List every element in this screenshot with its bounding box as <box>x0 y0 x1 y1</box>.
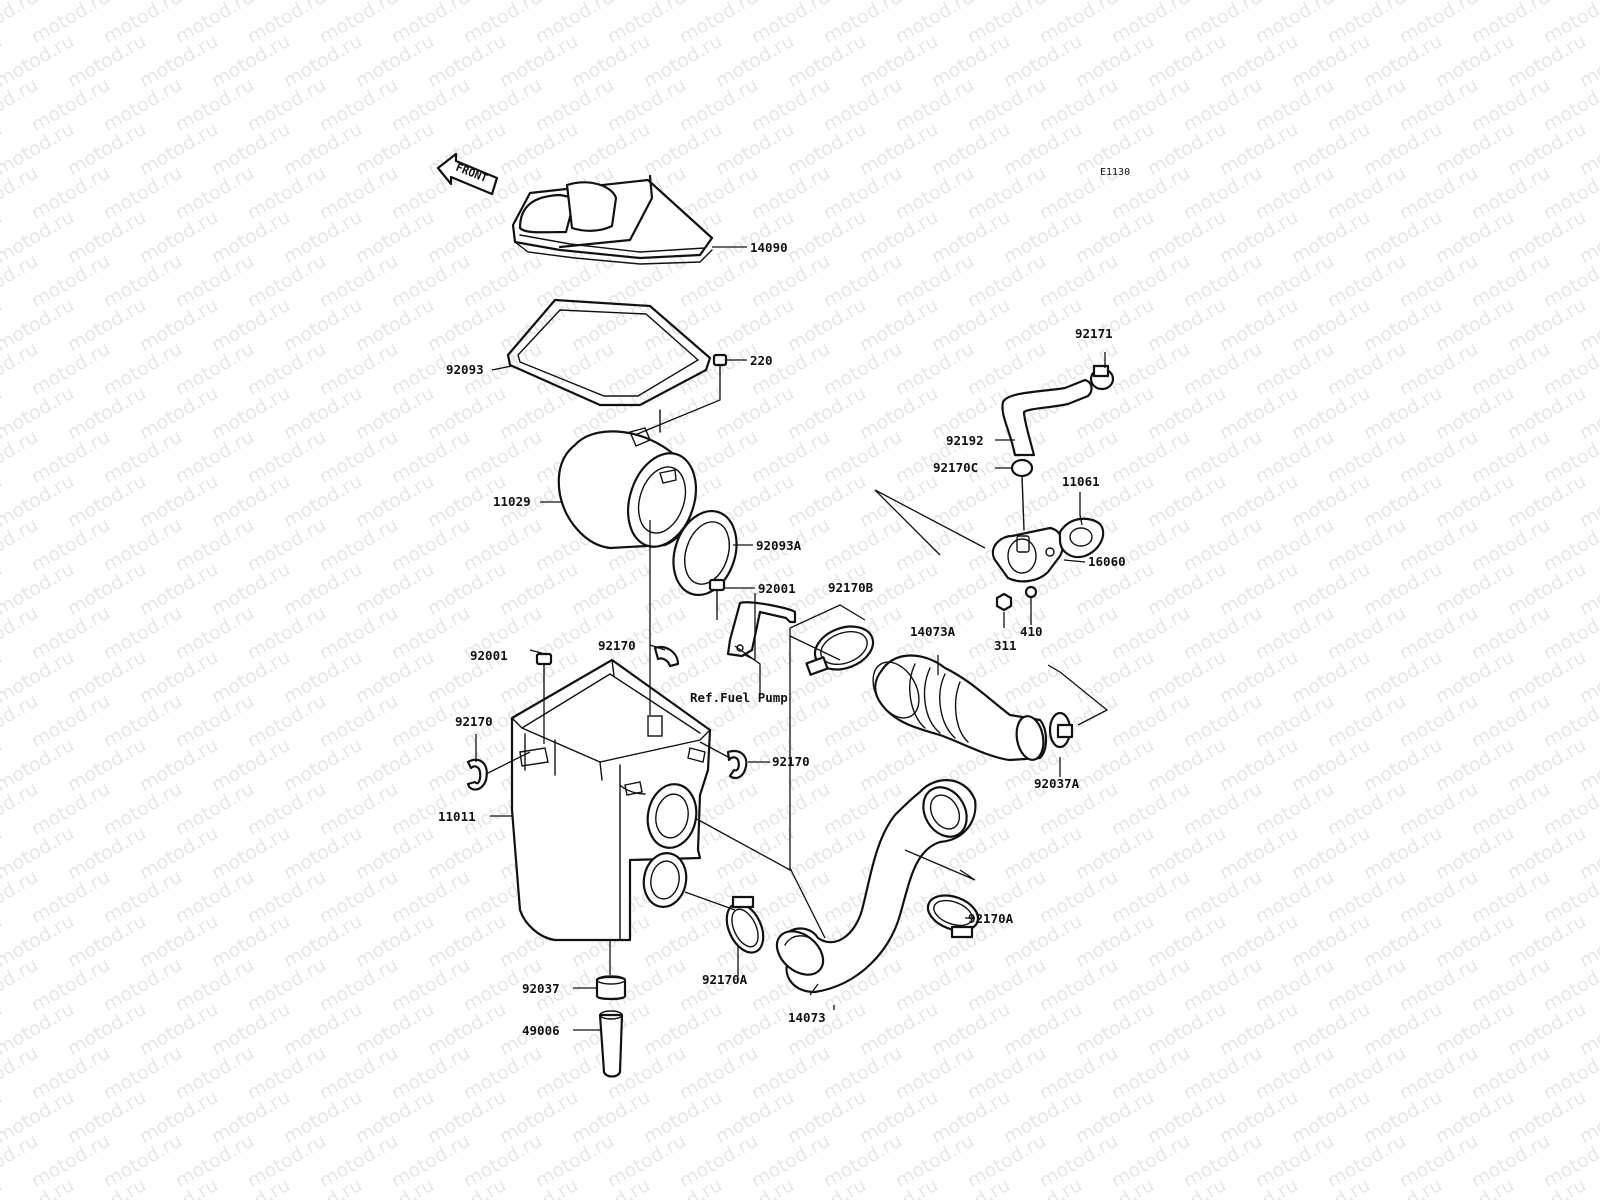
seal-ring-92093A <box>672 509 738 597</box>
label-92170A-lower: 92170A <box>702 972 748 987</box>
clamp-92170A-lower <box>725 895 765 954</box>
label-311: 311 <box>994 638 1017 653</box>
label-49006: 49006 <box>522 1023 560 1038</box>
gasket-92093 <box>506 298 712 407</box>
cover-14090 <box>511 174 714 265</box>
washer-410 <box>1024 585 1038 599</box>
watermark-text: motod.ru <box>0 1174 6 1200</box>
intake-duct-14073 <box>775 779 977 994</box>
label-92093: 92093 <box>446 362 484 377</box>
clamp-92037A <box>1048 711 1074 749</box>
bolt-92001-upper <box>708 578 726 613</box>
label-11011: 11011 <box>438 809 476 824</box>
label-92192: 92192 <box>946 433 984 448</box>
part-labels: 14090 92093 220 11029 92093A 92001 92170… <box>438 240 1126 1038</box>
leader-lines <box>475 246 1109 1031</box>
diagram-code: E1130 <box>1100 167 1130 178</box>
label-92170C: 92170C <box>933 460 978 475</box>
clamp-92037 <box>595 975 627 1001</box>
label-14090: 14090 <box>750 240 788 255</box>
label-92170-right: 92170 <box>772 754 810 769</box>
label-11029: 11029 <box>493 494 531 509</box>
label-92001-left: 92001 <box>470 648 508 663</box>
clamp-92170-right <box>726 749 748 780</box>
label-92170B: 92170B <box>828 580 874 595</box>
label-16060: 16060 <box>1088 554 1126 569</box>
label-92170A-right: 92170A <box>968 911 1014 926</box>
air-filter-element-11029 <box>557 409 697 550</box>
label-92037A: 92037A <box>1034 776 1080 791</box>
clamp-92170B <box>805 625 875 676</box>
intake-boot-14073A <box>872 654 1048 762</box>
nut-311 <box>995 592 1013 612</box>
drain-tube-49006 <box>598 1010 624 1078</box>
label-410: 410 <box>1020 624 1043 639</box>
gasket-11061 <box>1058 517 1105 559</box>
label-92037: 92037 <box>522 981 560 996</box>
label-92093A: 92093A <box>756 538 802 553</box>
clamp-92170A-right <box>926 894 980 939</box>
label-92170-mid: 92170 <box>598 638 636 653</box>
watermark-text: motod.ru <box>1576 0 1600 4</box>
clamp-92170-mid <box>653 645 680 668</box>
label-11061: 11061 <box>1062 474 1100 489</box>
label-220: 220 <box>750 353 773 368</box>
label-92171: 92171 <box>1075 326 1113 341</box>
breather-hose-92192 <box>1001 378 1093 457</box>
clamp-92171 <box>1089 364 1115 391</box>
label-92170-left: 92170 <box>455 714 493 729</box>
label-92001-upper: 92001 <box>758 581 796 596</box>
label-14073A: 14073A <box>910 624 956 639</box>
clamp-92170-left <box>466 758 488 791</box>
air-cleaner-case-11011 <box>510 658 712 942</box>
reference-note: Ref.Fuel Pump <box>690 690 788 705</box>
label-14073: 14073 <box>788 1010 826 1025</box>
